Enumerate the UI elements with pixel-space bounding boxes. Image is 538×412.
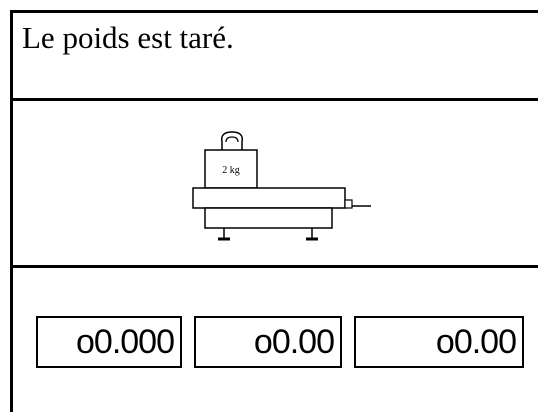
status-message: Le poids est taré. bbox=[22, 20, 234, 55]
display-unit-price: o0.00 bbox=[194, 316, 342, 368]
frame-top-border bbox=[10, 10, 538, 13]
display-total-price: o0.00 bbox=[354, 316, 524, 368]
display-weight: o0.000 bbox=[36, 316, 182, 368]
frame-left-border bbox=[10, 10, 13, 412]
weight-box bbox=[204, 149, 258, 189]
weight-hook-icon bbox=[220, 131, 244, 150]
scale-connector bbox=[344, 199, 353, 209]
weight-label: 2 kg bbox=[222, 165, 240, 176]
divider-illustration bbox=[10, 265, 538, 268]
scale-platform bbox=[192, 187, 346, 209]
scale-base bbox=[204, 207, 333, 229]
divider-message bbox=[10, 98, 538, 101]
